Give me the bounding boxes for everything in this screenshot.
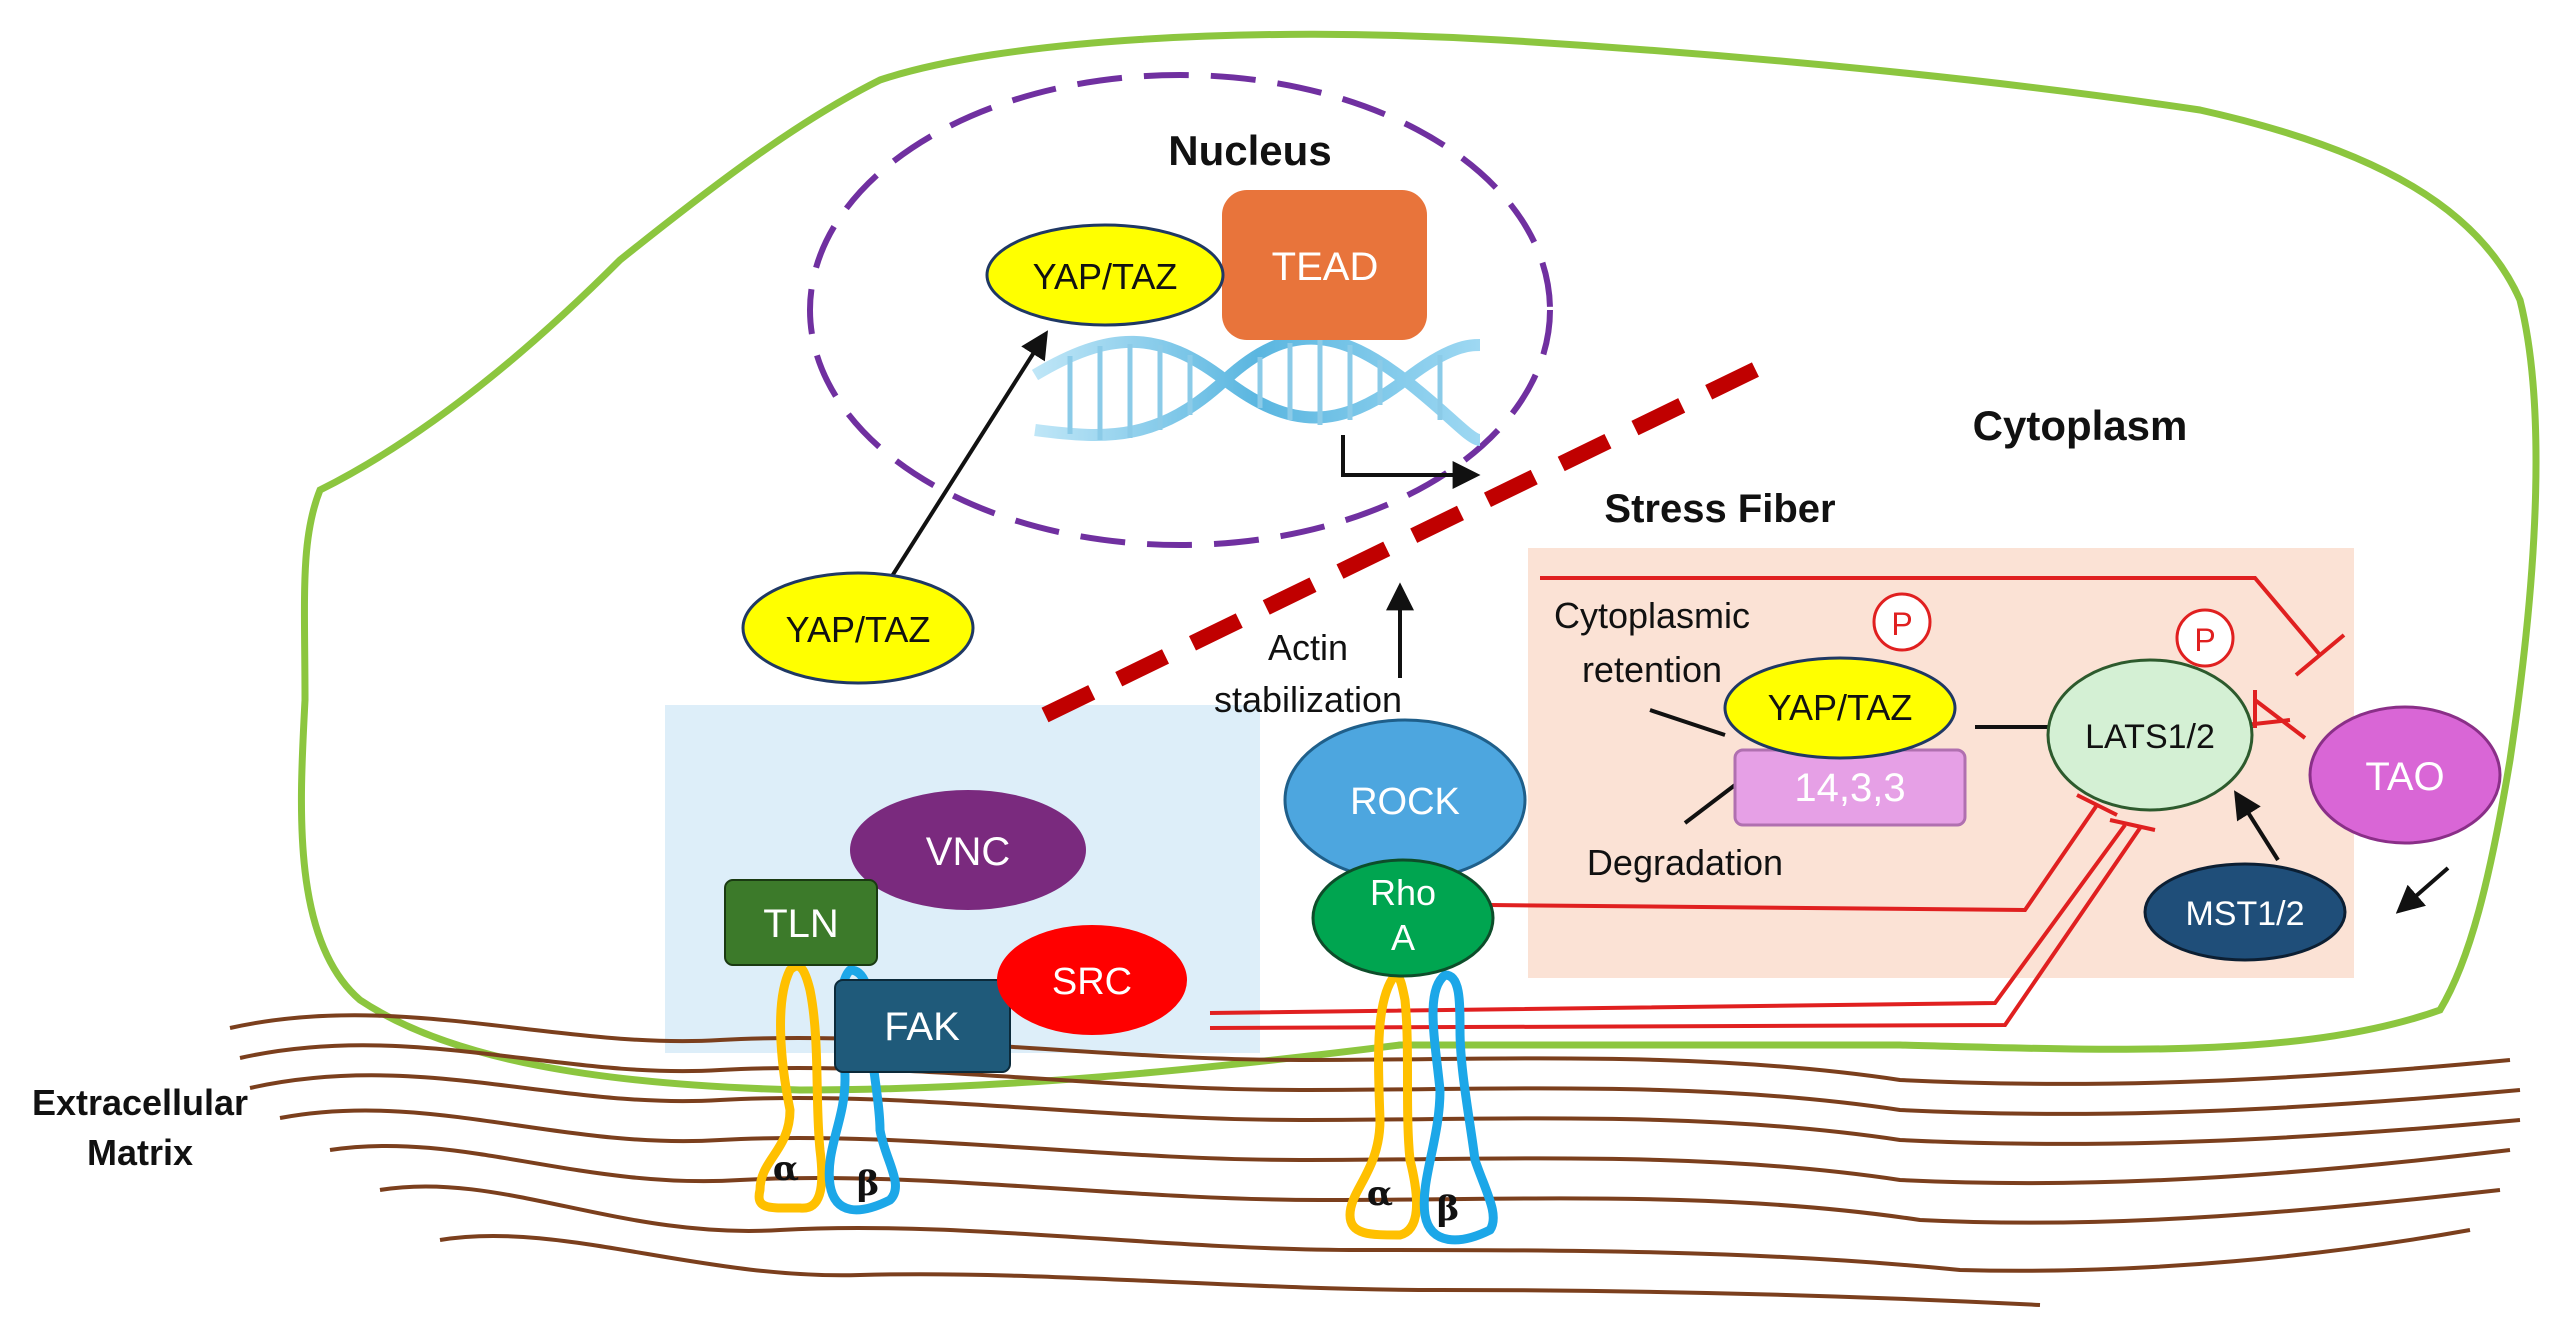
mst-to-lats-arrow [2234,790,2280,862]
beta-label-right: β [1437,1189,1460,1229]
degradation-label: Degradation [1587,842,1783,883]
integrin-beta-right [1419,970,1498,1245]
dna-helix-icon [1031,332,1482,446]
retention-pointer [1649,708,1726,737]
phospho-yap-label: P [1891,606,1912,642]
tead-protein: TEAD [1222,190,1427,340]
degradation-pointer [1683,783,1737,825]
yap-taz-translocation-arrow [878,330,1049,597]
cell-membrane [297,30,2540,1094]
fak-protein: FAK [834,979,1011,1073]
alpha-label-right: α [1367,1174,1393,1214]
tead-label: TEAD [1272,245,1379,289]
stress-fiber-label: Stress Fiber [1604,487,1835,531]
vnc-protein: VNC [850,790,1086,910]
rhoa-label-line1: Rho [1370,872,1436,913]
rock-protein: ROCK [1283,718,1527,882]
actin-label-line1: Actin [1268,627,1348,668]
yap-taz-nucleus-label: YAP/TAZ [1033,256,1178,297]
vnc-label: VNC [926,830,1010,874]
alpha-label-left: α [773,1149,799,1189]
tln-protein: TLN [724,879,878,966]
fak-label: FAK [884,1005,960,1049]
rhoa-label-line2: A [1391,917,1415,958]
nuclear-envelope [807,72,1553,548]
inhibition-lines [1209,576,2346,1030]
tao-protein: TAO [2308,705,2502,845]
cyto-retention-label-line1: Cytoplasmic [1554,595,1750,636]
tln-label: TLN [763,902,839,946]
beta-label-left: β [857,1164,880,1204]
yap-taz-phospho-label: YAP/TAZ [1768,687,1913,728]
phospho-lats: P [2175,608,2235,668]
protein-14-3-3-label: 14,3,3 [1794,766,1905,810]
cytoplasm-label: Cytoplasm [1973,402,2188,449]
integrin-alpha-left [754,961,827,1213]
transcription-arrow-icon [1341,435,1481,489]
rhoa-protein: Rho A [1311,858,1495,978]
nucleus-label: Nucleus [1168,127,1331,174]
integrin-alpha-right [1345,970,1422,1240]
cyto-retention-label-line2: retention [1582,649,1722,690]
stress-fiber [1041,352,1779,723]
phospho-yap: P [1872,592,1932,652]
extracellular-label-line1: Extracellular [32,1082,248,1123]
tao-label: TAO [2365,755,2444,799]
extracellular-matrix-fibers [229,1013,2521,1307]
lats-protein: LATS1/2 [2046,658,2254,812]
yap-taz-cytoplasm-label: YAP/TAZ [786,609,931,650]
protein-14-3-3: 14,3,3 [1733,748,1967,827]
rock-label: ROCK [1350,781,1460,823]
actin-label-line2: stabilization [1214,679,1402,720]
mst-label: MST1/2 [2185,895,2304,933]
yap-taz-cytoplasm: YAP/TAZ [741,571,975,685]
src-label: SRC [1052,961,1132,1003]
extracellular-label-line2: Matrix [87,1132,193,1173]
src-protein: SRC [997,925,1187,1035]
integrin-right [1345,970,1498,1245]
lats-label: LATS1/2 [2085,718,2215,756]
mst-protein: MST1/2 [2143,862,2347,962]
tao-to-mst-arrow [2395,866,2450,914]
phospho-lats-label: P [2194,622,2215,658]
yap-taz-phospho: YAP/TAZ [1723,656,1957,760]
yap-taz-nucleus: YAP/TAZ [985,223,1225,327]
